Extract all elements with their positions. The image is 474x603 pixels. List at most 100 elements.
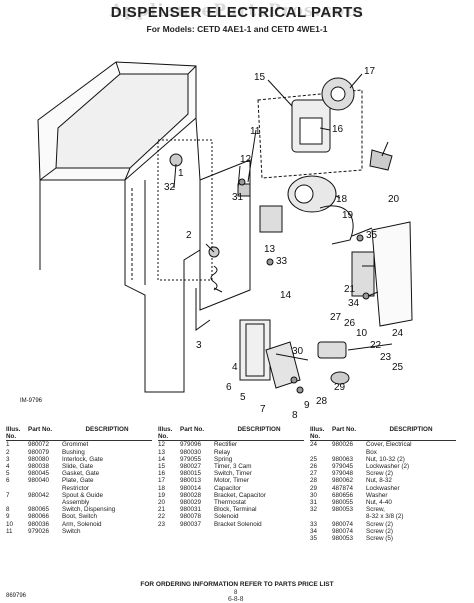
part-description: Gasket, Gate: [62, 470, 100, 478]
callout-23: 23: [380, 352, 392, 363]
part-number: 980014: [180, 484, 202, 492]
callout-7: 7: [260, 404, 266, 415]
callout-9: 9: [304, 400, 310, 411]
illus-number: [6, 499, 28, 506]
hopper-inner: [55, 73, 189, 169]
part-number: 980036: [28, 520, 50, 528]
part-number: 980042: [28, 491, 50, 499]
part-description: Switch, Timer: [214, 470, 252, 478]
part-number: [332, 449, 366, 456]
electrical-cover: [371, 221, 413, 327]
table-header: Illus. No. Part No. DESCRIPTION: [158, 426, 304, 442]
part-number: 979048: [332, 470, 354, 478]
part-description: Screw,: [366, 506, 385, 514]
illus-number: 19: [158, 491, 166, 499]
callout-31: 31: [232, 192, 244, 203]
part-description: Plate, Gate: [62, 477, 94, 485]
gate-gasket: [245, 323, 265, 377]
illus-number: 9: [6, 513, 10, 521]
illus-number: 17: [158, 477, 166, 485]
callout-18: 18: [336, 194, 348, 205]
callout-2: 2: [186, 230, 192, 241]
solenoid: [317, 341, 347, 359]
timer-bracket: [257, 89, 363, 179]
callout-28: 28: [316, 396, 328, 407]
part-number: 979045: [332, 463, 354, 471]
part-description: Bracket Solenoid: [214, 520, 262, 528]
part-description: Washer: [366, 491, 388, 499]
illus-number: 18: [158, 484, 166, 492]
figure-ref: IM-9796: [20, 398, 43, 404]
callout-8: 8: [292, 410, 298, 421]
illus-number: 4: [6, 463, 10, 471]
part-number: 979026: [28, 527, 50, 535]
part-number: 980038: [28, 463, 50, 471]
part-number: 980078: [180, 513, 202, 521]
part-description: Lockwasher (2): [366, 463, 410, 471]
illus-number: 15: [158, 463, 166, 471]
callout-27: 27: [330, 312, 342, 323]
part-description: Solenoid: [214, 513, 239, 521]
illus-number: 10: [6, 520, 14, 528]
callout-5: 5: [240, 392, 246, 403]
part-number: 980037: [180, 520, 202, 528]
illus-number: 22: [158, 513, 166, 521]
illus-number: [310, 513, 332, 520]
part-number: 980074: [332, 520, 354, 528]
part-description: Rectifier: [214, 441, 238, 449]
table-row: 30 680656 Washer: [310, 492, 456, 499]
callout-11: 11: [250, 126, 261, 137]
illus-number: 28: [310, 477, 318, 485]
illus-number: 2: [6, 448, 10, 456]
part-description: Assembly: [62, 499, 90, 507]
callout-24: 24: [392, 328, 404, 339]
part-description: Slide, Gate: [62, 463, 94, 471]
illus-number: 1: [6, 441, 10, 449]
illus-number: 6: [6, 477, 10, 485]
part-number: 980045: [28, 470, 50, 478]
part-description: Lockwasher: [366, 484, 400, 492]
illus-number: 30: [310, 491, 318, 499]
header-description: DESCRIPTION: [237, 426, 281, 433]
part-number: 979055: [180, 455, 202, 463]
callout-29: 29: [334, 382, 346, 393]
part-description: Timer, 3 Cam: [214, 463, 252, 471]
part-description: Restrictor: [62, 484, 89, 492]
spout: [265, 341, 301, 389]
part-description: Interlock, Gate: [62, 455, 103, 463]
thermostat: [369, 149, 393, 171]
header-part: Part No.: [332, 426, 357, 433]
part-number: 980072: [28, 441, 50, 449]
part-number: 680656: [332, 491, 354, 499]
callout-4: 4: [232, 362, 238, 373]
callout-33: 33: [276, 256, 288, 267]
table-row: 22 980078 Solenoid: [158, 513, 304, 520]
part-description: Switch: [62, 527, 81, 535]
part-description: Screw (2): [366, 520, 393, 528]
illus-number: 13: [158, 448, 166, 456]
illus-number: 27: [310, 470, 318, 478]
illus-number: 24: [310, 441, 318, 449]
callout-15: 15: [254, 72, 266, 83]
ordering-note: FOR ORDERING INFORMATION REFER TO PARTS …: [140, 581, 334, 588]
